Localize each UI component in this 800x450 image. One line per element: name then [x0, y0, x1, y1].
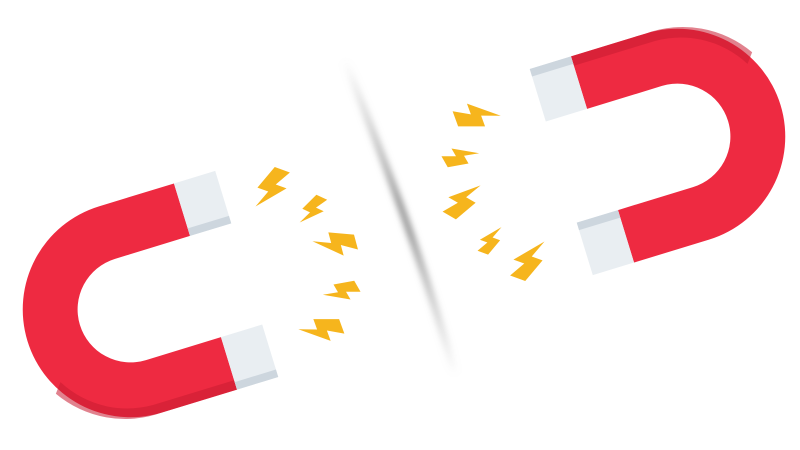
- lightning-bolt-icon: [440, 174, 485, 224]
- lightning-bolt-icon: [507, 233, 549, 285]
- lightning-bolt-icon: [296, 310, 346, 350]
- lightning-bolt-icon: [296, 191, 329, 230]
- center-divider: [341, 56, 459, 379]
- right-horseshoe-magnet: [529, 1, 800, 276]
- lightning-bolt-icon: [440, 137, 481, 174]
- left-magnet-sparks: [251, 163, 362, 350]
- lightning-bolt-icon: [311, 226, 359, 263]
- left-horseshoe-magnet: [0, 170, 279, 445]
- lightning-bolt-icon: [451, 94, 503, 136]
- lightning-bolt-icon: [476, 221, 505, 257]
- lightning-bolt-icon: [321, 274, 362, 311]
- lightning-bolt-icon: [251, 163, 293, 215]
- right-magnet-sparks: [440, 94, 549, 285]
